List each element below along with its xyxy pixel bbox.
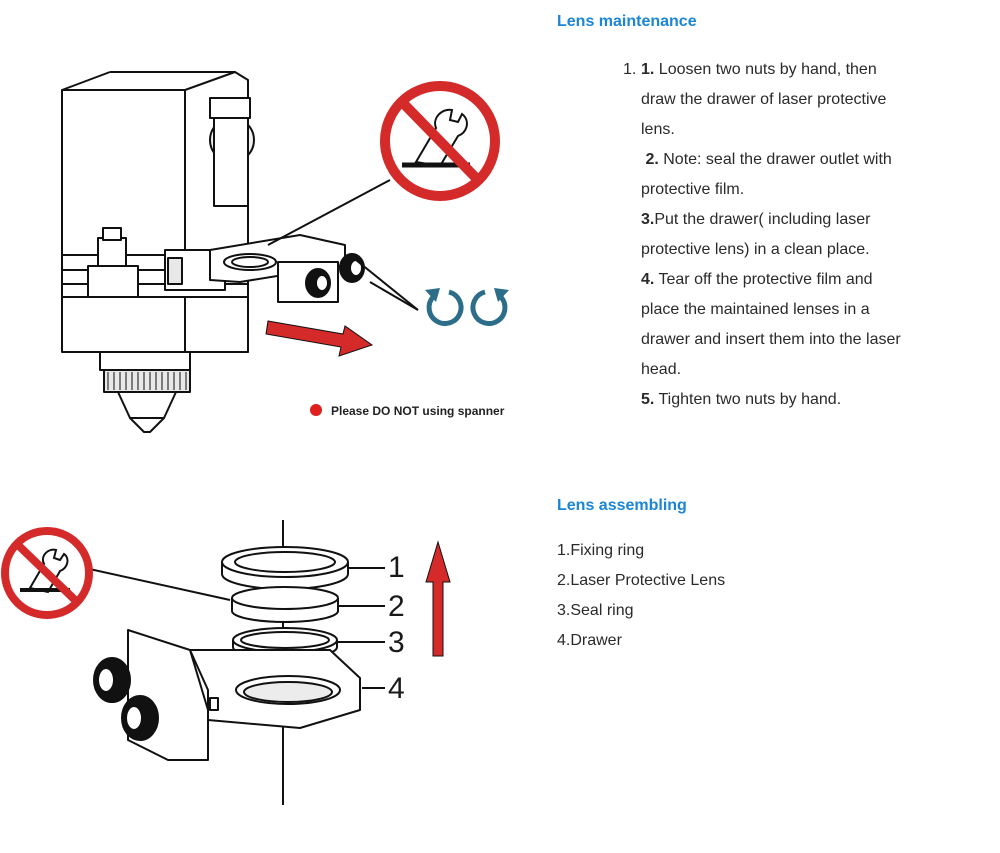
maintenance-step: 4. Tear off the protective film and plac… bbox=[620, 265, 910, 385]
callout-4: 4 bbox=[388, 672, 405, 705]
step-text: Tighten two nuts by hand. bbox=[654, 391, 842, 408]
list-item: 1.Fixing ring bbox=[557, 542, 645, 559]
lens-maintenance-heading: Lens maintenance bbox=[557, 13, 697, 30]
list-item: 3.Seal ring bbox=[557, 602, 634, 619]
callout-2: 2 bbox=[388, 590, 405, 623]
list-item: 4.Drawer bbox=[557, 632, 622, 649]
lift-up-arrow-icon bbox=[425, 540, 451, 657]
maintenance-step: 5. Tighten two nuts by hand. bbox=[620, 385, 910, 415]
step-number: 4. bbox=[641, 271, 655, 288]
maintenance-step: 3.Put the drawer( including laser protec… bbox=[620, 205, 910, 265]
step-text: Loosen two nuts by hand, then draw the d… bbox=[641, 61, 887, 138]
rotate-clockwise-icon bbox=[470, 288, 509, 326]
warning-dot-icon bbox=[310, 404, 322, 416]
maintenance-steps-list: 1. 1. Loosen two nuts by hand, then draw… bbox=[620, 55, 910, 415]
step-text: Note: seal the drawer outlet with protec… bbox=[641, 151, 892, 198]
step-text: Tear off the protective film and place t… bbox=[641, 271, 901, 378]
step-number: 3. bbox=[641, 211, 655, 228]
lens-assembling-heading: Lens assembling bbox=[557, 497, 687, 514]
step-number: 1. bbox=[641, 61, 655, 78]
step-text: Put the drawer( including laser protecti… bbox=[641, 211, 871, 258]
lens-stack-exploded-view: 1 2 3 4 bbox=[1, 520, 451, 805]
rotate-counterclockwise-icon bbox=[425, 288, 464, 326]
step-number: 5. bbox=[641, 391, 655, 408]
maintenance-step: 2. Note: seal the drawer outlet with pro… bbox=[620, 145, 910, 205]
maintenance-step: 1. 1. Loosen two nuts by hand, then draw… bbox=[620, 55, 910, 145]
list-item: 2.Laser Protective Lens bbox=[557, 572, 726, 589]
no-spanner-sign-icon bbox=[380, 81, 500, 201]
list-marker: 1. bbox=[623, 61, 637, 78]
step-number: 2. bbox=[645, 151, 659, 168]
callout-3: 3 bbox=[388, 626, 405, 659]
pull-direction-arrow-icon bbox=[265, 320, 374, 357]
no-spanner-sign-icon bbox=[1, 527, 93, 619]
spanner-warning-note: Please DO NOT using spanner bbox=[331, 404, 505, 418]
parts-list: 1.Fixing ring 2.Laser Protective Lens 3.… bbox=[557, 536, 725, 656]
callout-1: 1 bbox=[388, 551, 405, 584]
laser-head-illustration: Please DO NOT using spanner bbox=[61, 71, 509, 433]
